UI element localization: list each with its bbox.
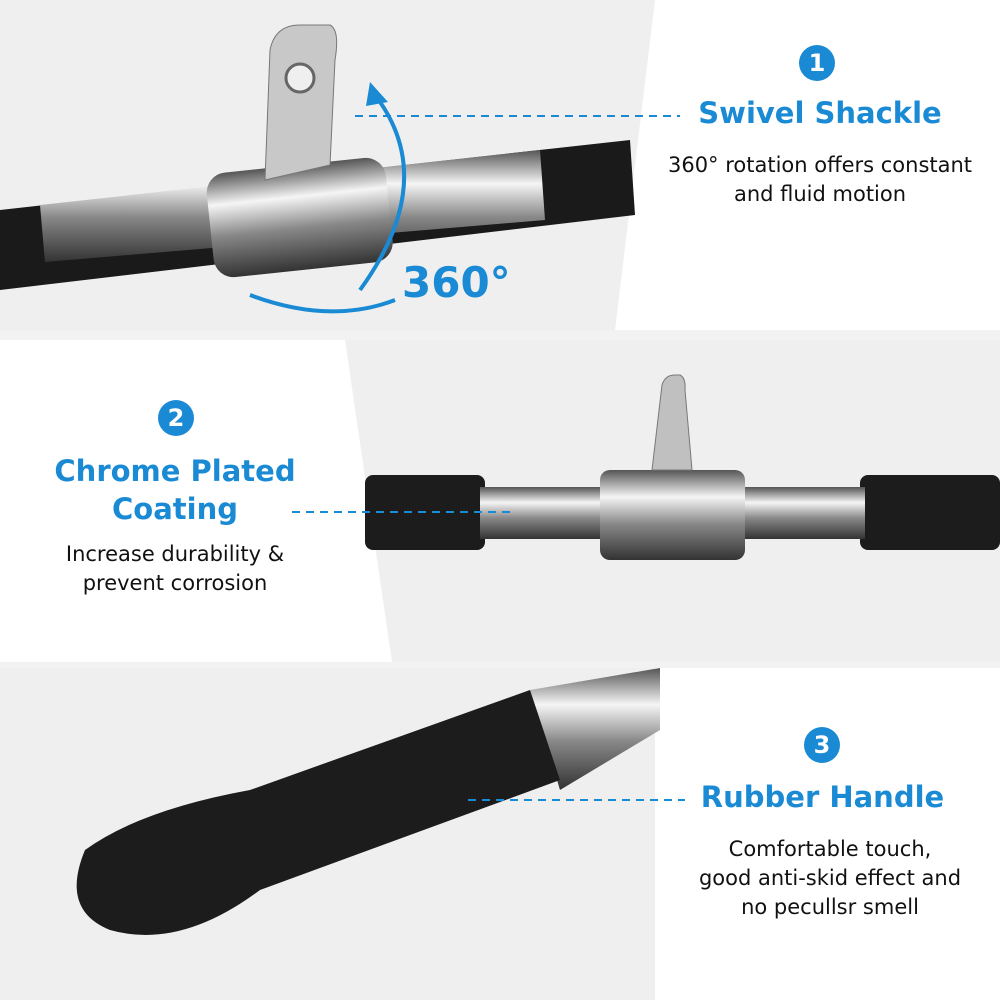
- chrome-bar: [292, 374, 1000, 560]
- feature-2-number-badge: 2: [158, 400, 194, 436]
- feature-3-description-line: no pecullsr smell: [741, 895, 919, 919]
- feature-1-description-line: 360° rotation offers constant: [667, 153, 973, 177]
- feature-2-title: Chrome Plated Coating: [25, 452, 325, 528]
- feature-2-description-line: Increase durability &: [65, 542, 285, 566]
- feature-1-number-badge: 1: [799, 45, 835, 81]
- rotation-label: 360°: [402, 258, 511, 307]
- feature-1-description: 360° rotation offers constant and fluid …: [640, 151, 1000, 209]
- swivel-shackle-bar: [0, 24, 680, 314]
- feature-3-description-line: Comfortable touch,: [728, 837, 932, 861]
- feature-1-title: Swivel Shackle: [698, 96, 942, 130]
- feature-3-description-line: good anti-skid effect and: [698, 866, 962, 890]
- rubber-handle: [76, 668, 685, 935]
- feature-3-title: Rubber Handle: [700, 780, 945, 814]
- feature-2-description: Increase durability & prevent corrosion: [20, 540, 330, 598]
- feature-3-number-badge: 3: [804, 727, 840, 763]
- feature-3-description: Comfortable touch, good anti-skid effect…: [660, 835, 1000, 922]
- feature-2-description-line: prevent corrosion: [82, 571, 268, 595]
- feature-2-title-line: Coating: [112, 492, 238, 526]
- feature-2-title-line: Chrome Plated: [54, 454, 296, 488]
- feature-1-description-line: and fluid motion: [733, 182, 907, 206]
